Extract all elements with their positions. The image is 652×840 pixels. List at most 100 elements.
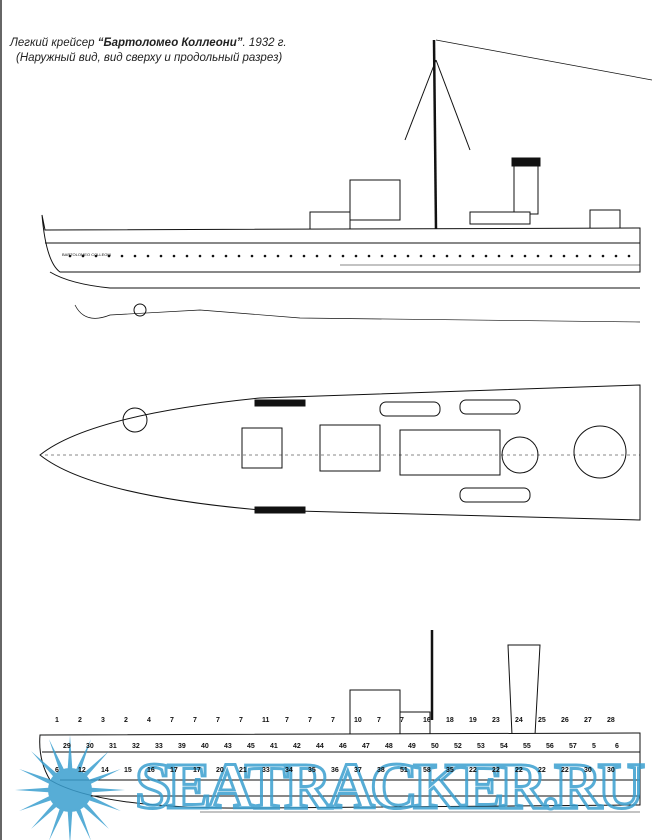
section-label: 47 xyxy=(362,743,370,750)
porthole xyxy=(237,254,241,258)
watermark-logo: SEATRACKER.RU xyxy=(15,735,647,840)
porthole xyxy=(185,254,189,258)
porthole xyxy=(588,254,592,258)
caption-title: Легкий крейсер “Бартоломео Коллеони”. 19… xyxy=(10,36,287,51)
section-label: 26 xyxy=(561,717,569,724)
section-label: 2 xyxy=(124,717,128,724)
porthole xyxy=(120,254,124,258)
porthole xyxy=(445,254,449,258)
porthole xyxy=(432,254,436,258)
sun-ray xyxy=(87,768,121,785)
section-label: 51 xyxy=(400,767,408,774)
section-label: 22 xyxy=(515,767,523,774)
porthole xyxy=(224,254,228,258)
section-label: 18 xyxy=(446,717,454,724)
porthole xyxy=(328,254,332,258)
porthole xyxy=(380,254,384,258)
section-label: 22 xyxy=(561,767,569,774)
section-label: 6 xyxy=(55,767,59,774)
porthole xyxy=(406,254,410,258)
section-label: 3 xyxy=(101,717,105,724)
section-label: 30 xyxy=(607,767,615,774)
section-label: 25 xyxy=(538,717,546,724)
porthole xyxy=(354,254,358,258)
porthole xyxy=(484,254,488,258)
sun-ray xyxy=(31,751,58,778)
section-label: 7 xyxy=(331,717,335,724)
section-label: 17 xyxy=(170,767,178,774)
section-label: 32 xyxy=(132,743,140,750)
section-label: 1 xyxy=(55,717,59,724)
section-label: 12 xyxy=(78,767,86,774)
section-label: 34 xyxy=(285,767,293,774)
section-label: 7 xyxy=(377,717,381,724)
porthole xyxy=(497,254,501,258)
porthole xyxy=(146,254,150,258)
caption-year: . 1932 г. xyxy=(242,37,287,49)
section-label: 39 xyxy=(178,743,186,750)
section-label: 7 xyxy=(308,717,312,724)
section-label: 48 xyxy=(385,743,393,750)
porthole xyxy=(315,254,319,258)
section-label: 35 xyxy=(446,767,454,774)
porthole xyxy=(107,254,111,258)
top-view xyxy=(39,384,641,521)
porthole xyxy=(575,254,579,258)
sun-ray xyxy=(87,795,121,812)
porthole xyxy=(133,254,137,258)
porthole xyxy=(510,254,514,258)
porthole xyxy=(289,254,293,258)
sun-icon xyxy=(48,768,92,812)
section-label: 40 xyxy=(201,743,209,750)
portholes xyxy=(68,254,631,258)
porthole xyxy=(562,254,566,258)
porthole xyxy=(263,254,267,258)
section-label: 29 xyxy=(63,743,71,750)
section-label: 22 xyxy=(469,767,477,774)
sun-ray xyxy=(48,739,65,773)
porthole xyxy=(627,254,631,258)
profile-view xyxy=(41,39,652,323)
porthole xyxy=(276,254,280,258)
section-label: 33 xyxy=(155,743,163,750)
porthole xyxy=(393,254,397,258)
porthole xyxy=(94,254,98,258)
porthole xyxy=(614,254,618,258)
sun-ray xyxy=(15,787,51,793)
section-label: 20 xyxy=(216,767,224,774)
section-label: 46 xyxy=(339,743,347,750)
sun-ray xyxy=(49,807,65,840)
caption-subtitle: (Наружный вид, вид сверху и продольный р… xyxy=(16,52,283,64)
section-label: 30 xyxy=(584,767,592,774)
porthole xyxy=(68,254,72,258)
section-label: 37 xyxy=(354,767,362,774)
ship-name: “Бартоломео Коллеони” xyxy=(97,37,243,49)
porthole xyxy=(341,254,345,258)
section-label: 10 xyxy=(354,717,362,724)
porthole xyxy=(601,254,605,258)
section-label: 31 xyxy=(109,743,117,750)
section-label: 7 xyxy=(285,717,289,724)
section-label: 7 xyxy=(193,717,197,724)
porthole xyxy=(172,254,176,258)
porthole xyxy=(302,254,306,258)
porthole xyxy=(523,254,527,258)
section-label: 49 xyxy=(408,743,416,750)
section-label: 22 xyxy=(492,767,500,774)
section-label: 35 xyxy=(308,767,316,774)
sun-ray xyxy=(89,787,125,793)
watermark-text: SEATRACKER.RU xyxy=(135,750,645,823)
section-label: 7 xyxy=(216,717,220,724)
section-label: 22 xyxy=(538,767,546,774)
porthole xyxy=(471,254,475,258)
porthole xyxy=(367,254,371,258)
section-label: 16 xyxy=(423,717,431,724)
section-label: 23 xyxy=(492,717,500,724)
sun-ray xyxy=(75,807,91,840)
section-label: 5 xyxy=(592,743,596,750)
sun-ray xyxy=(82,751,109,778)
section-label: 28 xyxy=(607,717,615,724)
porthole xyxy=(458,254,462,258)
section-label: 57 xyxy=(569,743,577,750)
